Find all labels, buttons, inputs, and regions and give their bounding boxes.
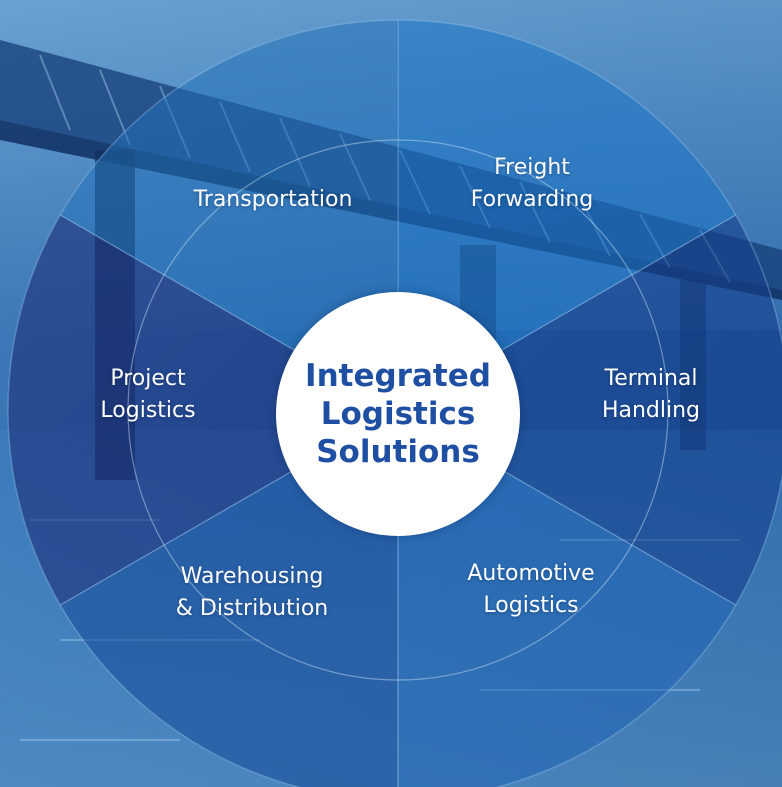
segment-label-project-logistics[interactable]: Project Logistics: [100, 363, 195, 427]
inner-ring: [127, 139, 669, 681]
warehousing-distribution-line-2: & Distribution: [175, 596, 329, 621]
wedge-terminal-handling[interactable]: [398, 210, 782, 610]
transportation-line-1: Transportation: [193, 187, 353, 212]
outer-ring: [7, 19, 782, 787]
segment-label-warehousing-distribution[interactable]: Warehousing & Distribution: [176, 561, 329, 625]
automotive-logistics-line-2: Logistics: [483, 593, 579, 618]
project-logistics-line-1: Project: [110, 366, 186, 391]
center-title-line-3: Solutions: [316, 434, 480, 470]
freight-forwarding-line-1: Freight: [494, 155, 570, 180]
center-title-line-2: Logistics: [320, 396, 476, 432]
segment-label-freight-forwarding[interactable]: Freight Forwarding: [471, 152, 594, 216]
center-hub[interactable]: Integrated Logistics Solutions: [276, 292, 520, 536]
wedge-project-logistics[interactable]: [0, 210, 398, 610]
segment-label-terminal-handling[interactable]: Terminal Handling: [602, 363, 700, 427]
project-logistics-line-2: Logistics: [100, 398, 196, 423]
freight-forwarding-line-2: Forwarding: [470, 187, 594, 212]
terminal-handling-line-2: Handling: [601, 398, 701, 423]
segment-label-transportation[interactable]: Transportation: [194, 184, 353, 216]
center-title-line-1: Integrated: [305, 358, 491, 394]
automotive-logistics-line-1: Automotive: [467, 561, 595, 586]
warehousing-distribution-line-1: Warehousing: [180, 564, 324, 589]
terminal-handling-line-1: Terminal: [604, 366, 698, 391]
segment-label-automotive-logistics[interactable]: Automotive Logistics: [467, 558, 594, 622]
